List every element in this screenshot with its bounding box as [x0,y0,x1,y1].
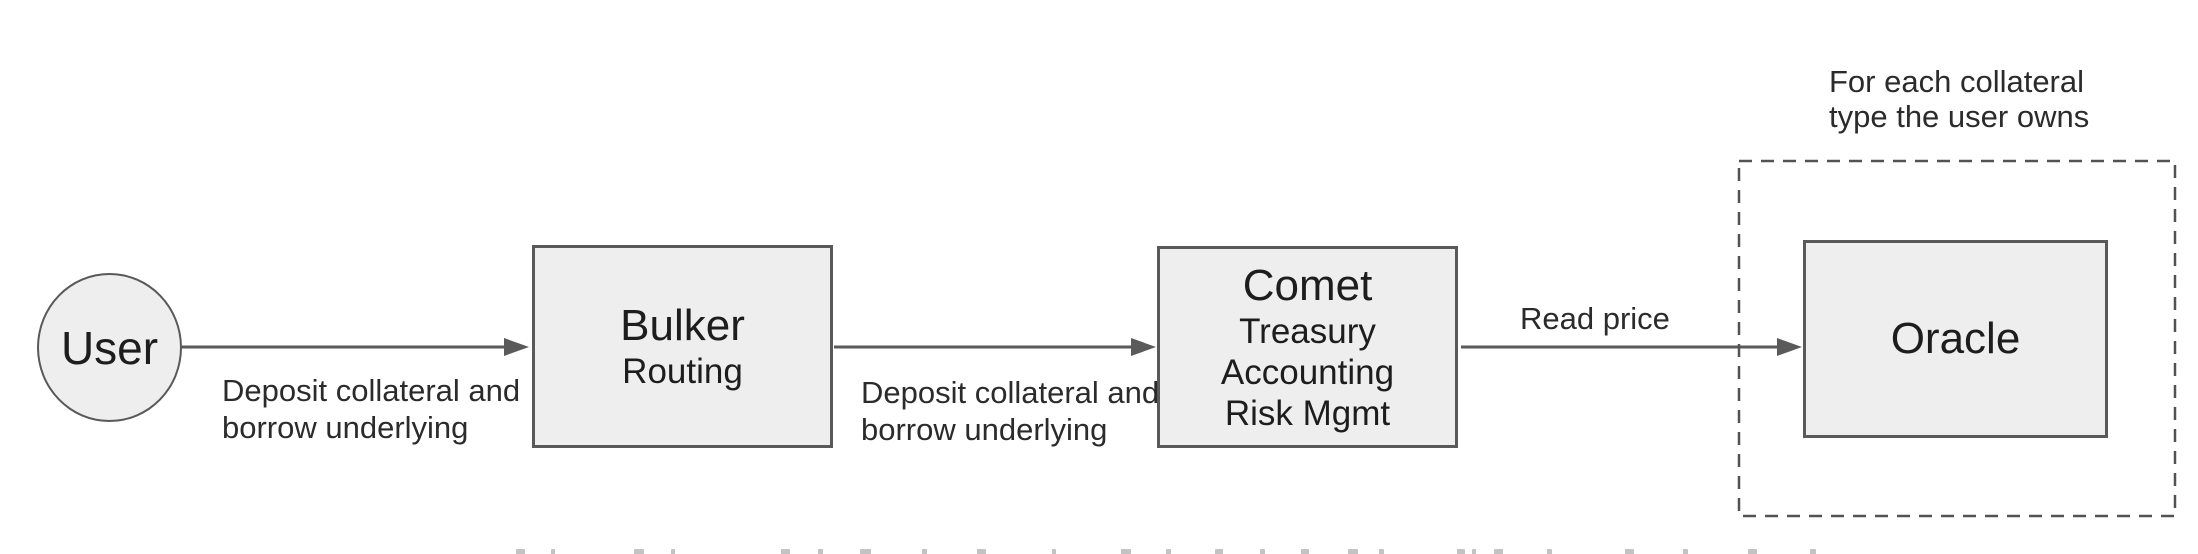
edge-label-line: Read price [1520,301,1670,336]
node-comet-title: Comet [1242,260,1373,310]
caption-fragment [922,549,927,554]
caption-fragment [1547,549,1552,554]
edge-comet-oracle-arrowhead-icon [1777,338,1802,356]
caption-fragment [1166,549,1171,554]
node-comet-line-treasury: Treasury [1239,311,1376,351]
caption-fragment [1379,549,1384,554]
edge-bulker-comet-arrowhead-icon [1131,338,1156,356]
caption-fragment [860,549,871,554]
caption-fragment [1625,549,1634,554]
collateral-group-caption: For each collateral type the user owns [1829,64,2089,134]
edge-user-bulker-arrowhead-icon [504,338,529,356]
node-bulker-title: Bulker [620,301,745,350]
caption-fragment [977,549,986,554]
edge-label-line: borrow underlying [861,412,1108,447]
edge-label-user-bulker: Deposit collateral and borrow underlying [222,372,520,446]
node-bulker: Bulker Routing [532,245,833,448]
group-caption-line: For each collateral [1829,64,2085,99]
node-comet: Comet Treasury Accounting Risk Mgmt [1157,246,1458,448]
caption-fragment [1121,549,1131,554]
edge-label-read-price: Read price [1520,300,1670,337]
node-oracle: Oracle [1803,240,2108,438]
caption-fragment [1215,549,1223,554]
caption-fragment [671,549,675,554]
caption-fragment [1260,549,1265,554]
node-oracle-label: Oracle [1890,314,2021,363]
caption-fragment [818,549,823,554]
group-caption-line: type the user owns [1829,99,2090,134]
edge-label-line: Deposit collateral and [861,375,1160,410]
node-comet-line-risk-mgmt: Risk Mgmt [1224,393,1391,433]
caption-fragment [1810,549,1816,554]
caption-fragment [551,549,555,554]
node-comet-line-accounting: Accounting [1220,352,1395,392]
caption-fragment [634,549,644,554]
caption-fragment [1683,549,1688,554]
caption-fragment [1052,549,1056,554]
node-bulker-subtitle: Routing [622,352,743,391]
caption-fragment [1348,549,1358,554]
caption-fragment [1457,549,1465,554]
node-user: User [37,273,182,422]
caption-fragment [781,549,790,554]
node-user-label: User [60,321,159,374]
caption-fragment [1301,549,1309,554]
caption-fragment [1494,549,1503,554]
caption-fragment [1472,549,1476,554]
edge-label-line: Deposit collateral and [222,373,521,408]
edge-label-bulker-comet: Deposit collateral and borrow underlying [861,374,1159,448]
caption-fragment [516,549,525,554]
edge-label-line: borrow underlying [222,410,469,445]
caption-fragment [1748,549,1757,554]
